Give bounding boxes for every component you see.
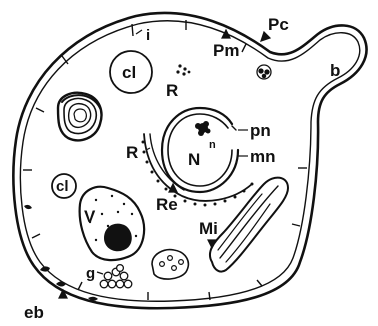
label-r-mid: R bbox=[126, 143, 138, 162]
label-cl-left: cl bbox=[56, 178, 69, 195]
mitochondrion bbox=[210, 178, 288, 272]
label-cl-top: cl bbox=[122, 63, 136, 82]
label-eb: eb bbox=[24, 303, 44, 322]
label-pc: Pc bbox=[268, 15, 289, 34]
label-r-top: R bbox=[166, 81, 178, 100]
label-mn: mn bbox=[250, 147, 276, 166]
label-n-small: n bbox=[209, 139, 216, 151]
label-i: i bbox=[146, 27, 150, 44]
nucleolus bbox=[195, 121, 211, 136]
label-pn: pn bbox=[250, 121, 271, 140]
granule-cluster bbox=[100, 265, 132, 288]
concentric-lamellar-body bbox=[58, 93, 101, 141]
label-v: V bbox=[84, 207, 96, 226]
label-g: g bbox=[86, 265, 95, 282]
pit-connection-body bbox=[257, 65, 271, 79]
ribosome-cluster-top bbox=[176, 64, 190, 75]
label-re: Re bbox=[156, 195, 178, 214]
label-pm: Pm bbox=[213, 41, 239, 60]
label-mi: Mi bbox=[199, 219, 218, 238]
label-b: b bbox=[330, 61, 340, 80]
label-n-big: N bbox=[188, 150, 200, 169]
small-vesicle bbox=[152, 250, 188, 279]
